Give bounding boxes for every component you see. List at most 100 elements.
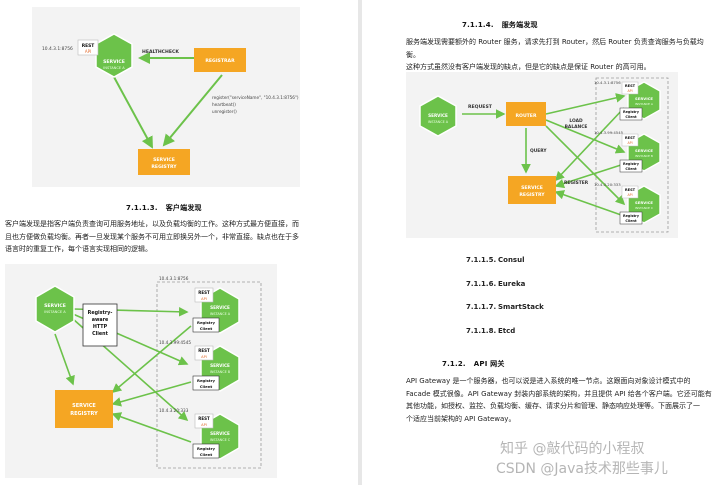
svg-text:Client: Client [200, 384, 213, 389]
svg-text:API: API [201, 297, 207, 301]
svg-text:Registry: Registry [623, 214, 640, 218]
svg-text:10.4.3.20:333: 10.4.3.20:333 [594, 182, 621, 187]
svg-text:SERVICE: SERVICE [210, 431, 230, 436]
svg-text:SERVICE: SERVICE [44, 303, 66, 309]
register-label: REGISTER [564, 180, 589, 186]
register-call-line-3: unregister() [212, 109, 237, 114]
svg-text:LOAD: LOAD [569, 118, 583, 124]
page-gutter [358, 0, 362, 485]
svg-text:10.4.3.1:8756: 10.4.3.1:8756 [594, 80, 621, 85]
svg-text:SERVICE: SERVICE [72, 403, 96, 409]
toc-item-smartstack: 7.1.1.7.SmartStack [466, 303, 544, 311]
svg-text:SERVICE: SERVICE [428, 113, 448, 118]
router-registry-box [508, 176, 556, 204]
instances-container [156, 281, 262, 469]
svg-text:SERVICE: SERVICE [210, 305, 230, 310]
router-box [506, 102, 546, 126]
svg-text:API: API [627, 89, 632, 93]
svg-text:ROUTER: ROUTER [516, 113, 537, 119]
svg-text:REGISTRY: REGISTRY [151, 164, 177, 170]
self-registration-diagram: SERVICE INSTANCE A REST API 10.4.3.1:875… [32, 7, 300, 187]
zhihu-watermark: 知乎 @敲代码的小程叔 [500, 441, 645, 457]
left-page: SERVICE INSTANCE A REST API 10.4.3.1:875… [0, 0, 358, 485]
svg-text:API: API [201, 355, 207, 359]
svg-text:SERVICE: SERVICE [635, 200, 653, 205]
query-label: QUERY [530, 148, 547, 154]
service-instance-hexagon [95, 33, 133, 78]
svg-text:Client: Client [200, 326, 213, 331]
svg-text:aware: aware [92, 317, 109, 323]
client-service-hexagon [35, 285, 75, 333]
register-call-line-1: register("serviceName", "10.4.3.1:8756") [212, 95, 299, 100]
section-heading-api-gateway: 7.1.2.API 网关 [442, 360, 505, 368]
client-side-discovery-diagram: SERVICE INSTANCE A Registry- aware HTTP … [5, 264, 277, 478]
right-page: 7.1.1.4.服务端发现 服务端发现需要额外的 Router 服务，请求先打到… [362, 0, 720, 485]
svg-text:SERVICE: SERVICE [153, 157, 175, 163]
svg-text:10.4.3.99:4545: 10.4.3.99:4545 [159, 340, 191, 345]
svg-text:REST: REST [625, 188, 636, 192]
svg-text:INSTANCE C: INSTANCE C [210, 438, 231, 442]
svg-text:SERVICE: SERVICE [635, 148, 653, 153]
svg-text:10.4.3.99:4545: 10.4.3.99:4545 [594, 130, 624, 135]
register-arrow [162, 74, 223, 147]
svg-text:HTTP: HTTP [93, 324, 108, 330]
svg-text:REST: REST [625, 136, 636, 140]
svg-text:Registry: Registry [623, 110, 640, 114]
service-registry-box [138, 149, 190, 175]
svg-text:Client: Client [625, 115, 637, 119]
svg-text:Registry: Registry [623, 162, 640, 166]
register-call-line-2: heartbeat() [212, 102, 236, 107]
section-heading-client-discovery: 7.1.1.3.客户端发现 [126, 204, 202, 212]
registry-aware-client-box [82, 303, 118, 347]
svg-text:REGISTRY: REGISTRY [519, 192, 545, 198]
svg-text:INSTANCE B: INSTANCE B [210, 370, 231, 374]
api-gateway-paragraph: API Gateway 是一个服务器，也可以说是进入系统的唯一节点。这跟面向对象… [406, 377, 712, 423]
svg-text:REST: REST [82, 43, 95, 49]
svg-text:SERVICE: SERVICE [635, 96, 653, 101]
svg-text:REST: REST [625, 84, 636, 88]
svg-text:REGISTRY: REGISTRY [70, 411, 98, 417]
client-discovery-paragraph: 客户端发现是指客户端负责查询可用服务地址，以及负载均衡的工作。这种方式最方便直接… [5, 220, 299, 254]
svg-text:API: API [627, 193, 632, 197]
svg-text:INSTANCE A: INSTANCE A [635, 102, 654, 106]
svg-text:Client: Client [92, 331, 108, 337]
svg-text:Registry: Registry [197, 320, 215, 325]
svg-text:SERVICE: SERVICE [521, 185, 543, 191]
toc-item-etcd: 7.1.1.8.Etcd [466, 327, 516, 335]
svg-text:SERVICE: SERVICE [210, 363, 230, 368]
rest-api-badge [77, 39, 99, 56]
svg-text:REST: REST [198, 416, 210, 421]
svg-text:REGISTRAR: REGISTRAR [205, 58, 235, 64]
svg-text:10.4.3.20:333: 10.4.3.20:333 [159, 408, 189, 413]
svg-text:API: API [627, 141, 632, 145]
svg-text:Client: Client [200, 452, 213, 457]
service-to-registry-arrow [113, 76, 153, 149]
request-label: REQUEST [468, 104, 493, 110]
svg-text:Client: Client [625, 219, 637, 223]
svg-text:INSTANCE A: INSTANCE A [428, 120, 449, 124]
svg-text:Registry-: Registry- [88, 310, 113, 316]
svg-text:INSTANCE A: INSTANCE A [210, 312, 231, 316]
svg-text:API: API [85, 49, 91, 54]
svg-text:INSTANCE A: INSTANCE A [44, 310, 66, 314]
server-discovery-paragraph: 服务端发现需要额外的 Router 服务，请求先打到 Router，然后 Rou… [406, 38, 704, 72]
registrar-box [194, 48, 246, 72]
csdn-watermark: CSDN @Java技术那些事儿 [496, 461, 668, 477]
client-discovery-registry-box [55, 390, 113, 428]
server-side-discovery-diagram: SERVICE INSTANCE A REQUEST ROUTER LOAD B… [406, 72, 678, 238]
svg-text:API: API [201, 423, 207, 427]
ip-label: 10.4.3.1:8756 [42, 46, 73, 52]
section-heading-server-discovery: 7.1.1.4.服务端发现 [462, 21, 538, 29]
toc-item-consul: 7.1.1.5.Consul [466, 256, 525, 264]
svg-text:REST: REST [198, 348, 210, 353]
server-instances-container [595, 77, 669, 233]
svg-text:Client: Client [625, 167, 637, 171]
svg-text:Registry: Registry [197, 378, 215, 383]
toc-item-eureka: 7.1.1.6.Eureka [466, 280, 526, 288]
service-title: SERVICE [103, 59, 125, 65]
svg-text:10.4.3.1:8756: 10.4.3.1:8756 [159, 276, 189, 281]
healthcheck-label: HEALTHCHECK [142, 49, 179, 55]
service-sub: INSTANCE A [103, 66, 125, 70]
svg-text:INSTANCE C: INSTANCE C [635, 206, 653, 210]
requesting-service-hexagon [419, 95, 457, 137]
